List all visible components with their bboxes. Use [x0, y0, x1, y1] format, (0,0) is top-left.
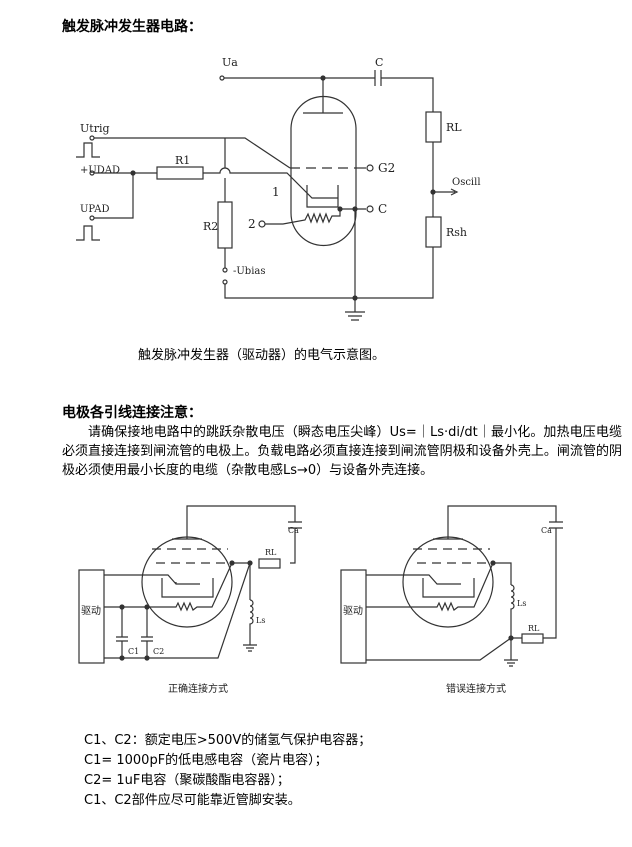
label-right-driver: 驱动	[343, 605, 363, 617]
label-capacitor-c: C	[375, 56, 383, 69]
label-left-driver: 驱动	[81, 605, 101, 617]
circuit-caption: 触发脉冲发生器（驱动器）的电气示意图。	[138, 348, 386, 363]
section-title-trigger-circuit: 触发脉冲发生器电路：	[62, 19, 202, 35]
caption-wrong: 错误连接方式	[446, 682, 506, 695]
label-g2: G2	[378, 161, 395, 175]
label-1: 1	[272, 185, 280, 199]
label-right-rl: RL	[528, 624, 540, 633]
note-line: C2= 1uF电容（聚碳酸酯电容器）；	[84, 773, 290, 788]
label-upad: UPAD	[80, 204, 109, 215]
label-rl: RL	[446, 121, 462, 134]
label-r1: R1	[175, 154, 190, 167]
label-left-ls: Ls	[256, 616, 265, 625]
capacitor-notes: C1、C2：额定电压>500V的储氢气保护电容器； C1= 1000pF的低电感…	[84, 731, 371, 811]
label-left-rl: RL	[265, 548, 277, 557]
label-c2: C2	[153, 647, 164, 656]
note-line: C1、C2部件应尽可能靠近管脚安装。	[84, 793, 301, 808]
label-r2: R2	[203, 220, 218, 233]
label-udad: +UDAD	[80, 165, 120, 176]
label-c-terminal: C	[378, 202, 387, 216]
label-oscill: Oscill	[452, 177, 481, 188]
caption-correct: 正确连接方式	[168, 682, 228, 695]
wrong-connection-diagram	[340, 505, 563, 667]
label-right-ca: Ca	[541, 526, 552, 535]
label-utrig: Utrig	[80, 122, 110, 135]
label-ubias: -Ubias	[233, 266, 266, 277]
label-rsh: Rsh	[446, 226, 467, 239]
label-right-ls: Ls	[517, 599, 526, 608]
note-line: C1、C2：额定电压>500V的储氢气保护电容器；	[84, 733, 372, 748]
label-left-ca: Ca	[288, 526, 299, 535]
section-title-electrode-wiring: 电极各引线连接注意：	[62, 405, 202, 421]
note-line: C1= 1000pF的低电感电容（瓷片电容）；	[84, 753, 328, 768]
wiring-paragraph: 请确保接地电路中的跳跃杂散电压（瞬态电压尖峰）Us=｜Ls·di/dt｜最小化。…	[62, 425, 622, 478]
label-2: 2	[248, 217, 256, 231]
correct-connection-diagram	[78, 505, 302, 664]
label-ua: Ua	[222, 56, 238, 69]
label-c1: C1	[128, 647, 139, 656]
